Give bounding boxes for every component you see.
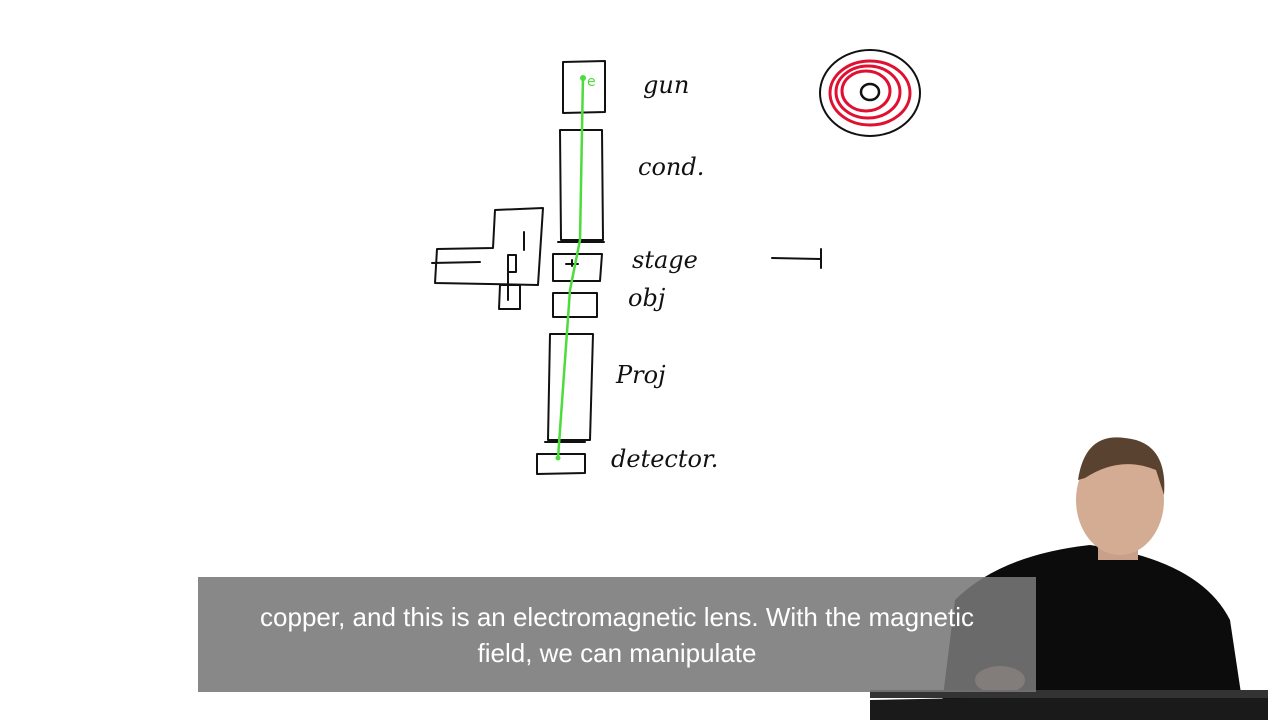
label-detector: detector. (611, 445, 718, 473)
condenser-box (557, 129, 605, 243)
projector-box (544, 333, 594, 443)
subtitle-line-2: field, we can manipulate (477, 637, 757, 668)
sample-holder (431, 207, 544, 310)
lens-coil-sketch (819, 49, 921, 137)
label-projector: Proj (615, 361, 666, 389)
detector-box (536, 453, 586, 475)
subtitle-caption: copper, and this is an electromagnetic l… (198, 577, 1036, 692)
microscope-column (536, 60, 606, 475)
subtitle-line-1: copper, and this is an electromagnetic l… (260, 601, 974, 632)
electron-label: e (587, 74, 596, 90)
label-gun: gun (643, 71, 689, 99)
label-condenser: cond. (638, 153, 704, 181)
objective-box (552, 292, 598, 318)
label-stage: stage (632, 246, 698, 274)
gun-box (562, 60, 606, 114)
stage-box (552, 253, 603, 282)
lens-side-sketch (771, 248, 822, 269)
label-objective: obj (628, 284, 666, 312)
detector-dot (555, 455, 561, 461)
electron-source-dot (580, 75, 586, 81)
electron-beam (556, 75, 585, 459)
